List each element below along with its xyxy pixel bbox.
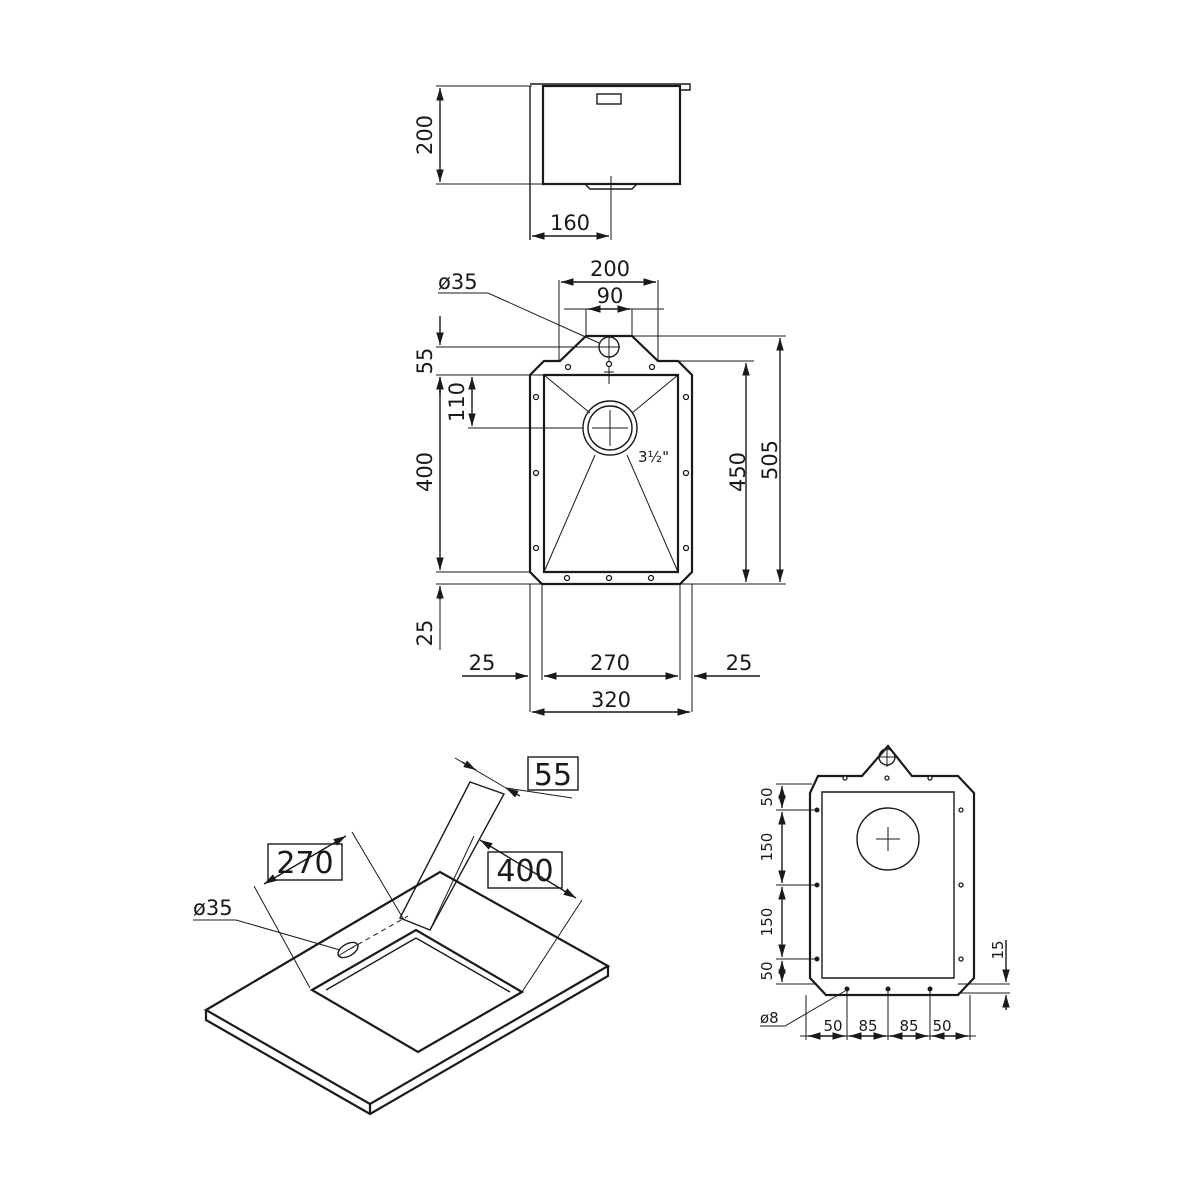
overflow-axis — [598, 337, 620, 384]
overflow-leader — [438, 292, 600, 344]
iso-length-label: 400 — [496, 854, 553, 889]
iso-length-dim — [479, 839, 577, 899]
height-label: 200 — [413, 115, 437, 155]
mount-inner — [821, 791, 955, 979]
right-margin-label: 25 — [726, 651, 753, 675]
side-view: 200 160 — [413, 83, 691, 240]
rim-line — [529, 83, 691, 240]
mount-hole-diameter: ø8 — [760, 1009, 779, 1027]
iso-overflow-label: ø35 — [193, 896, 233, 920]
inner-width-label: 270 — [590, 651, 630, 675]
mount-drain — [856, 807, 920, 871]
mount-outline — [808, 744, 976, 997]
mount-bottom-4: 50 — [932, 1017, 951, 1035]
mount-spacing-4: 50 — [758, 961, 776, 980]
drain-cross — [592, 410, 628, 446]
bowl-outline — [542, 373, 680, 574]
drain-size-label: 3½" — [638, 448, 669, 466]
iso-view: 55 270 400 ø35 — [193, 756, 611, 1116]
inner-length-label: 400 — [413, 452, 437, 492]
mount-bottom-1: 50 — [823, 1017, 842, 1035]
tab-depth-label: 55 — [413, 348, 437, 375]
mount-bottom-3: 85 — [899, 1017, 918, 1035]
overflow-diameter-label: ø35 — [438, 270, 478, 294]
drain-inner — [587, 405, 633, 451]
cutout-inner — [325, 937, 511, 993]
slope-lines — [543, 374, 679, 573]
mount-hole-leader — [760, 990, 846, 1027]
mount-edge-offset: 15 — [989, 940, 1007, 959]
iso-width-label: 270 — [276, 846, 333, 881]
mount-bottom-2: 85 — [858, 1017, 877, 1035]
tab-width-label: 90 — [597, 284, 624, 308]
mount-spacing-3: 150 — [758, 908, 776, 937]
tab-arm — [399, 781, 506, 931]
width-top-label: 200 — [590, 257, 630, 281]
sink-profile — [541, 84, 682, 186]
mount-view: 50 150 150 50 15 ø8 50 85 85 50 — [758, 744, 1010, 1040]
outer-length-label: 450 — [726, 452, 750, 492]
mount-spacing-1: 50 — [758, 787, 776, 806]
mounting-holes — [532, 360, 690, 582]
drain-offset-label: 160 — [550, 211, 590, 235]
countertop-edge — [204, 966, 610, 1116]
tab-label-box — [527, 756, 579, 791]
mount-spacing-2: 150 — [758, 833, 776, 862]
iso-tab-label: 55 — [534, 758, 572, 793]
top-view: 200 90 ø35 55 110 400 25 450 505 3½" 25 — [413, 257, 786, 716]
iso-width-dim — [263, 835, 347, 885]
drain-offset-label: 110 — [445, 382, 469, 422]
outer-width-label: 320 — [591, 688, 631, 712]
overflow-slot — [596, 93, 622, 105]
iso-overflow-leader — [193, 919, 341, 951]
total-length-label: 505 — [758, 440, 782, 480]
left-margin-label: 25 — [469, 651, 496, 675]
bottom-margin-label: 25 — [413, 620, 437, 647]
countertop-top — [203, 870, 611, 1106]
